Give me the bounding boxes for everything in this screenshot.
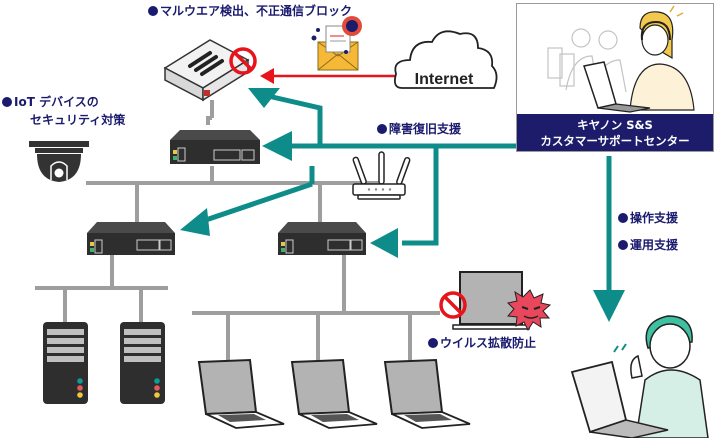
server-1 (43, 322, 88, 404)
support-center-panel: キヤノン S&S カスタマーサポートセンター (516, 3, 714, 152)
support-center-name: キヤノン S&S (577, 118, 653, 132)
label-operation: 操作支援 (618, 211, 678, 226)
internet-cloud (393, 30, 498, 89)
teal-arrowheads (180, 88, 625, 322)
label-iot-line1: IoT デバイスの (14, 95, 99, 109)
label-usage-text: 運用支援 (630, 238, 679, 252)
red-arrow-block (260, 68, 400, 84)
label-recovery: 障害復旧支援 (377, 122, 461, 137)
support-center-subtitle: カスタマーサポートセンター (540, 134, 690, 148)
malware-email-icon (311, 16, 362, 71)
bullet-icon (148, 6, 158, 16)
label-iot-line2: セキュリティ対策 (30, 113, 126, 127)
block-icon-virus (439, 291, 467, 319)
customer-illustration (570, 315, 709, 438)
infected-laptop (452, 271, 530, 330)
label-usage: 運用支援 (618, 238, 678, 253)
label-iot: IoT デバイスの セキュリティ対策 (2, 95, 125, 128)
label-recovery-text: 障害復旧支援 (389, 122, 462, 136)
block-icon (229, 47, 257, 75)
label-virus: ウイルス拡散防止 (428, 336, 536, 351)
iot-camera-icon (29, 141, 89, 182)
switch-right (278, 222, 366, 255)
bullet-icon (618, 240, 628, 250)
wifi-router-icon (352, 151, 411, 200)
switch-left (87, 222, 175, 255)
bullet-icon (618, 213, 628, 223)
laptop-3 (383, 358, 471, 429)
label-malware-text: マルウエア検出、不正通信ブロック (160, 4, 353, 18)
server-2 (120, 322, 165, 404)
laptop-2 (290, 358, 378, 429)
label-virus-text: ウイルス拡散防止 (440, 336, 537, 350)
switch-top (170, 130, 260, 164)
bullet-icon (377, 124, 387, 134)
label-malware: マルウエア検出、不正通信ブロック (148, 4, 352, 19)
network-lines (35, 100, 440, 360)
internet-label: Internet (415, 71, 474, 88)
operator-illustration (517, 4, 713, 114)
label-operation-text: 操作支援 (630, 211, 679, 225)
bullet-icon (2, 97, 12, 107)
bullet-icon (428, 338, 438, 348)
teal-support-arrows (193, 93, 612, 290)
virus-icon (507, 289, 552, 332)
support-center-caption: キヤノン S&S カスタマーサポートセンター (517, 114, 713, 151)
laptop-1 (197, 358, 285, 429)
